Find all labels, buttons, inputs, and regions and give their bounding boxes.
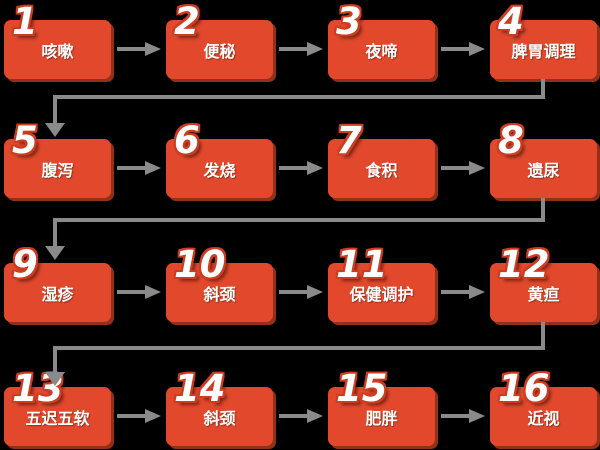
- box-label: 肥胖: [365, 408, 398, 428]
- arrow-head: [307, 285, 323, 299]
- connector-line: [53, 218, 545, 222]
- connector-line: [53, 218, 57, 247]
- box-label: 斜颈: [203, 408, 236, 428]
- arrow-shaft: [117, 290, 146, 294]
- box-label: 发烧: [203, 160, 236, 180]
- box-number: 15: [336, 367, 388, 410]
- arrow-shaft: [279, 166, 308, 170]
- connector-line: [53, 346, 57, 373]
- flow-box-9: 9 湿疹: [4, 246, 111, 322]
- connector-line: [53, 346, 545, 350]
- connector-line: [541, 198, 545, 220]
- arrow-shaft: [441, 414, 470, 418]
- box-number: 9: [12, 243, 38, 286]
- box-label: 腹泻: [41, 160, 74, 180]
- arrow-shaft: [279, 47, 308, 51]
- arrow-head: [469, 161, 485, 175]
- arrow-right-icon: [279, 42, 323, 56]
- box-number: 4: [498, 0, 524, 43]
- arrow-shaft: [279, 290, 308, 294]
- box-number: 8: [498, 119, 524, 162]
- box-label: 黄疸: [527, 284, 560, 304]
- arrow-right-icon: [279, 161, 323, 175]
- connector-line: [541, 79, 545, 97]
- connector-line: [541, 322, 545, 348]
- flow-box-4: 4 脾胃调理: [490, 3, 597, 79]
- arrow-right-icon: [441, 42, 485, 56]
- flow-box-2: 2 便秘: [166, 3, 273, 79]
- flow-box-12: 12 黄疸: [490, 246, 597, 322]
- flow-box-5: 5 腹泻: [4, 122, 111, 198]
- flow-box-14: 14 斜颈: [166, 370, 273, 446]
- connector-line: [53, 95, 545, 99]
- box-label: 湿疹: [41, 284, 74, 304]
- arrow-right-icon: [117, 409, 161, 423]
- box-label: 脾胃调理: [511, 41, 576, 61]
- box-number: 10: [174, 243, 226, 286]
- arrow-head: [307, 42, 323, 56]
- arrow-shaft: [117, 414, 146, 418]
- box-number: 3: [336, 0, 362, 43]
- box-number: 14: [174, 367, 226, 410]
- flow-box-3: 3 夜啼: [328, 3, 435, 79]
- arrow-head: [145, 161, 161, 175]
- arrow-down-icon: [45, 123, 65, 137]
- arrow-right-icon: [279, 409, 323, 423]
- flow-box-8: 8 遗尿: [490, 122, 597, 198]
- arrow-head: [307, 409, 323, 423]
- box-label: 保健调护: [349, 284, 414, 304]
- arrow-head: [145, 285, 161, 299]
- arrow-shaft: [117, 47, 146, 51]
- arrow-head: [469, 285, 485, 299]
- arrow-head: [145, 42, 161, 56]
- arrow-shaft: [279, 414, 308, 418]
- arrow-down-icon: [45, 372, 65, 386]
- arrow-right-icon: [117, 161, 161, 175]
- box-label: 夜啼: [365, 41, 398, 61]
- arrow-right-icon: [441, 285, 485, 299]
- box-number: 1: [12, 0, 38, 43]
- flow-box-1: 1 咳嗽: [4, 3, 111, 79]
- flow-box-15: 15 肥胖: [328, 370, 435, 446]
- box-number: 16: [498, 367, 550, 410]
- box-number: 11: [336, 243, 388, 286]
- arrow-head: [307, 161, 323, 175]
- flow-box-6: 6 发烧: [166, 122, 273, 198]
- arrow-shaft: [441, 47, 470, 51]
- arrow-right-icon: [441, 161, 485, 175]
- arrow-right-icon: [279, 285, 323, 299]
- box-label: 斜颈: [203, 284, 236, 304]
- connector-line: [53, 95, 57, 124]
- box-label: 食积: [365, 160, 398, 180]
- box-label: 近视: [527, 408, 560, 428]
- flow-box-13: 13 五迟五软: [4, 370, 111, 446]
- box-number: 6: [174, 119, 200, 162]
- box-number: 7: [336, 119, 362, 162]
- arrow-right-icon: [117, 285, 161, 299]
- box-label: 咳嗽: [41, 41, 74, 61]
- flow-box-16: 16 近视: [490, 370, 597, 446]
- arrow-shaft: [117, 166, 146, 170]
- arrow-head: [469, 42, 485, 56]
- arrow-down-icon: [45, 246, 65, 260]
- arrow-right-icon: [117, 42, 161, 56]
- arrow-shaft: [441, 290, 470, 294]
- flow-box-11: 11 保健调护: [328, 246, 435, 322]
- box-number: 2: [174, 0, 200, 43]
- arrow-shaft: [441, 166, 470, 170]
- flow-box-7: 7 食积: [328, 122, 435, 198]
- box-label: 五迟五软: [25, 408, 90, 428]
- flow-box-10: 10 斜颈: [166, 246, 273, 322]
- arrow-head: [469, 409, 485, 423]
- box-number: 5: [12, 119, 38, 162]
- box-label: 遗尿: [527, 160, 560, 180]
- box-number: 12: [498, 243, 550, 286]
- arrow-head: [145, 409, 161, 423]
- arrow-right-icon: [441, 409, 485, 423]
- box-label: 便秘: [203, 41, 236, 61]
